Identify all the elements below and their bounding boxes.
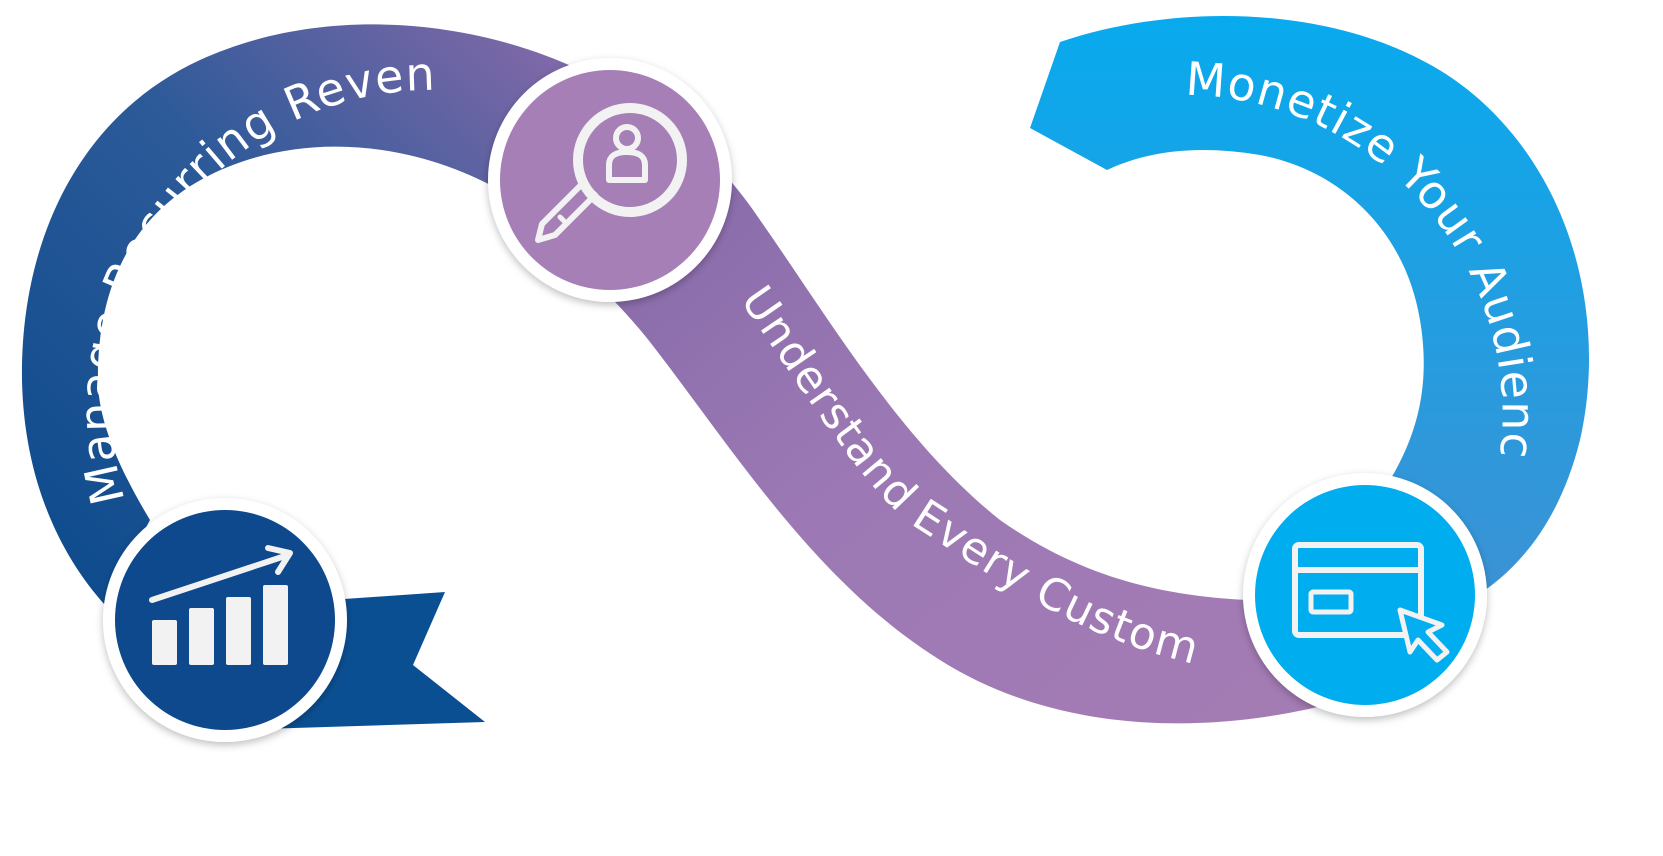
- browser-window-cursor-icon: [1292, 542, 1450, 663]
- understand-band: [565, 70, 1345, 724]
- manage-band: [21, 24, 580, 606]
- magnifier-person-icon: [535, 103, 687, 243]
- monetize-band: [1030, 15, 1590, 600]
- manage-ribbon-tail: [230, 592, 485, 730]
- monetize-node: [1243, 473, 1487, 717]
- manage-node: [103, 498, 347, 742]
- bar-chart-trend-icon: [149, 545, 293, 665]
